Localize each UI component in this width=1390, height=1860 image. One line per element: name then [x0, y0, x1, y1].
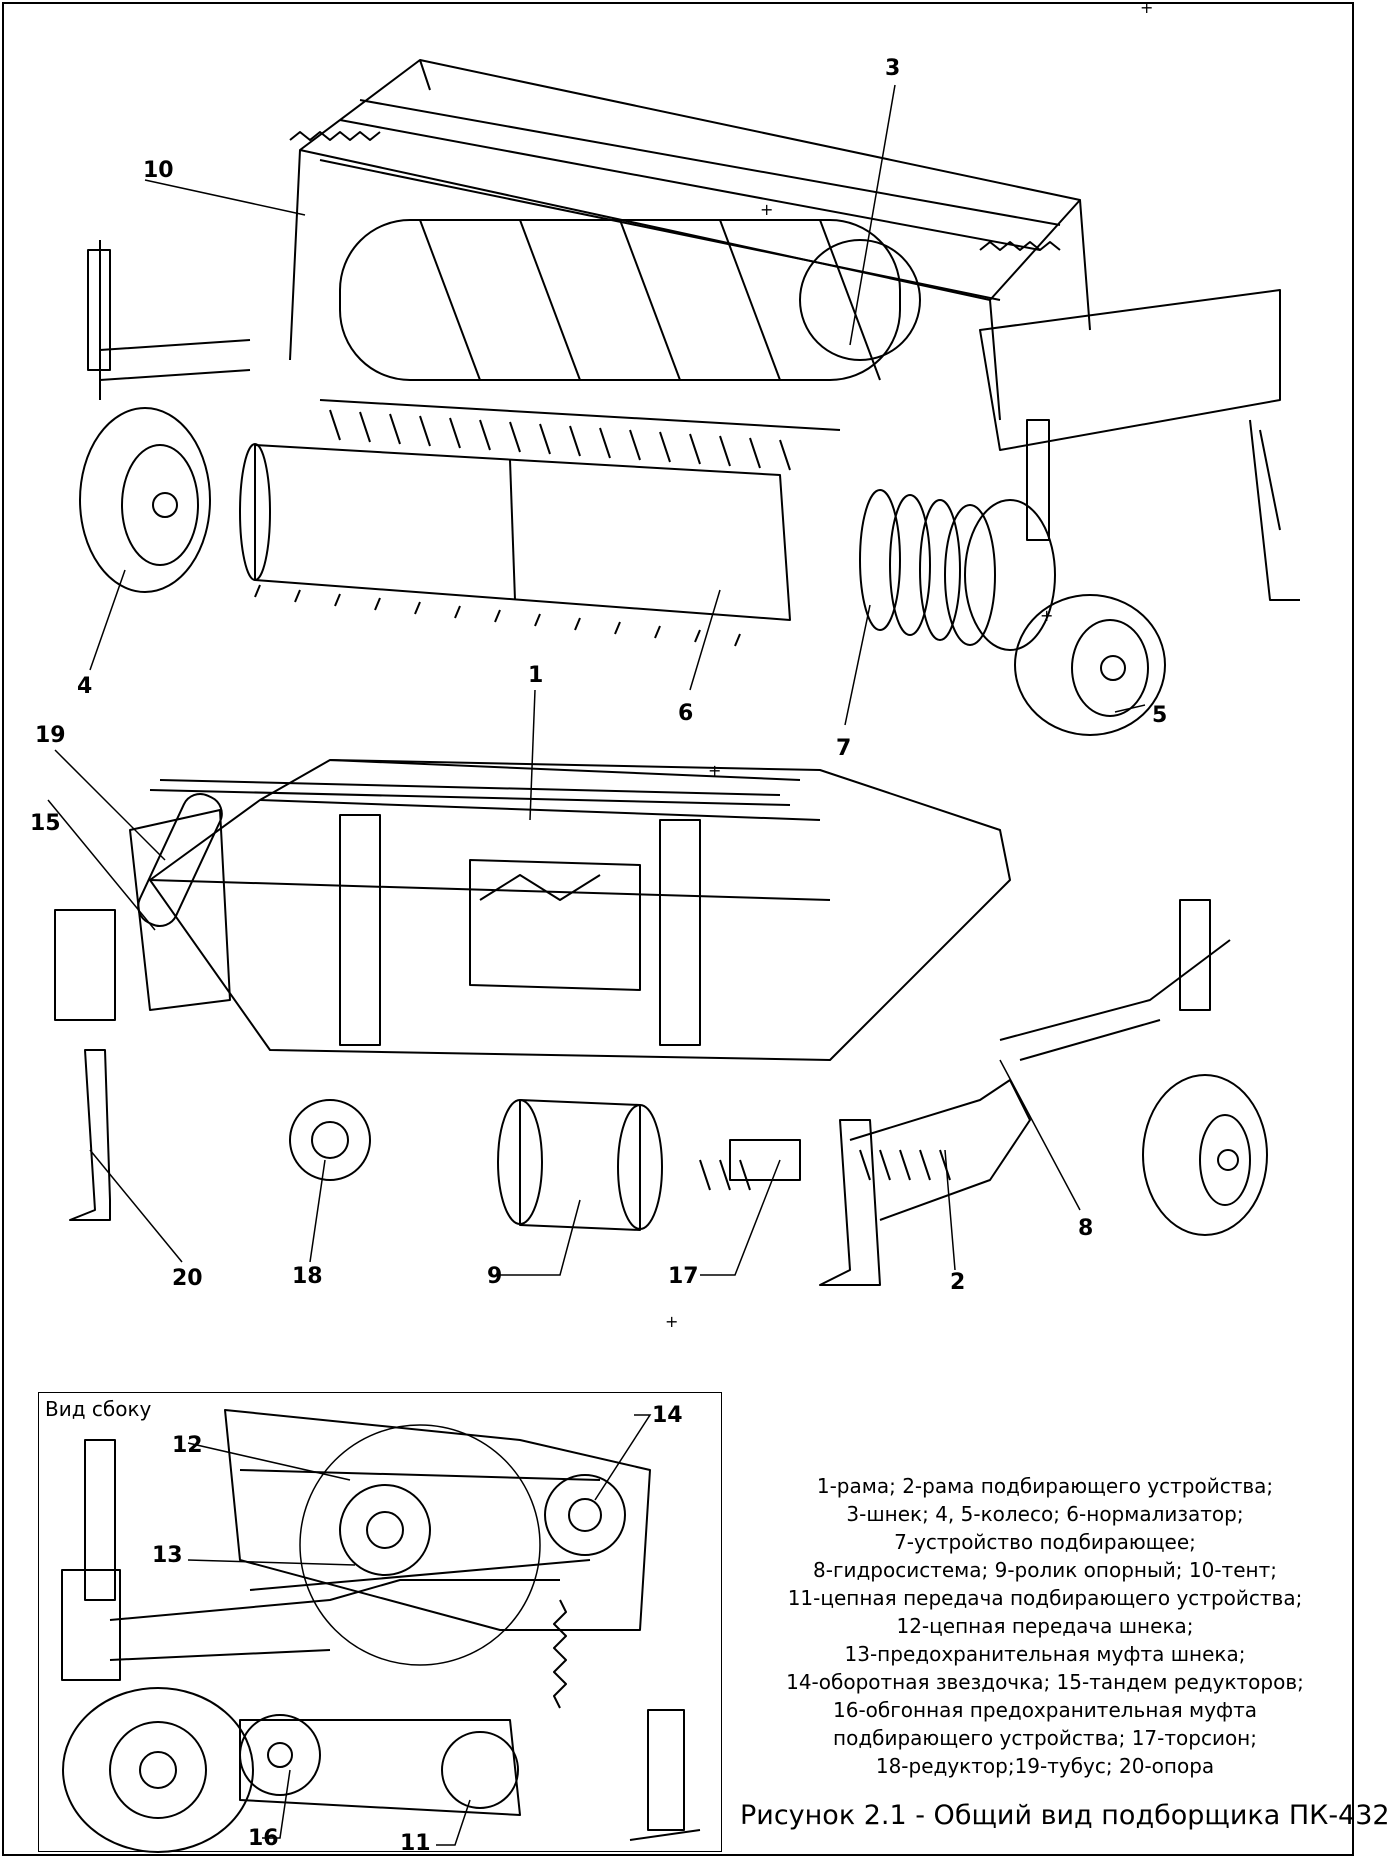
torsion [729, 1139, 801, 1181]
legend-line: 11-цепная передача подбирающего устройст… [787, 1586, 1303, 1610]
registration-mark: + [1140, 0, 1154, 17]
callout-20: 20 [172, 1266, 203, 1291]
callout-8: 8 [1078, 1216, 1094, 1241]
callout-15: 15 [30, 811, 61, 836]
callout-18: 18 [292, 1264, 323, 1289]
auger [339, 219, 901, 381]
callout-3: 3 [885, 56, 901, 81]
legend-line: 18-редуктор;19-тубус; 20-опора [875, 1754, 1215, 1778]
gear-housing [979, 289, 1281, 451]
reverse-sprocket [544, 1474, 626, 1556]
figure-caption: Рисунок 2.1 - Общий вид подборщика ПК-43… [740, 1800, 1390, 1831]
callout-17: 17 [668, 1264, 699, 1289]
legend-line: 12-цепная передача шнека; [896, 1614, 1194, 1638]
callout-14: 14 [652, 1403, 683, 1428]
left-jack [87, 249, 111, 371]
callout-9: 9 [487, 1264, 503, 1289]
left-spring [289, 131, 381, 141]
legend-line: 8-гидросистема; 9-ролик опорный; 10-тент… [813, 1558, 1277, 1582]
right-support [819, 1119, 881, 1286]
pickup-reel [859, 489, 1056, 651]
callout-19: 19 [35, 723, 66, 748]
registration-mark: + [1040, 606, 1054, 625]
side-view-panel: Вид сбоку [38, 1392, 722, 1852]
support-roller [519, 1099, 641, 1231]
callout-5: 5 [1152, 703, 1168, 728]
hydraulics [999, 939, 1231, 1061]
right-wheel [1014, 594, 1166, 736]
registration-mark: + [760, 200, 774, 219]
callout-2: 2 [950, 1270, 966, 1295]
tube [137, 793, 223, 927]
callout-13: 13 [152, 1543, 183, 1568]
legend: 1-рама; 2-рама подбирающего устройства; … [740, 1472, 1350, 1780]
mid-right-wheel [1142, 1074, 1268, 1236]
callout-7: 7 [836, 736, 852, 761]
legend-line: подбирающего устройства; 17-торсион; [833, 1726, 1257, 1750]
tandem-gearbox [129, 809, 231, 1011]
pickup-tines [319, 399, 841, 471]
legend-line: 3-шнек; 4, 5-колесо; 6-нормализатор; [846, 1502, 1244, 1526]
page-frame [2, 2, 1354, 1856]
right-spring [979, 241, 1061, 251]
callout-12: 12 [172, 1433, 203, 1458]
main-frame [149, 759, 1011, 1061]
callout-6: 6 [678, 701, 694, 726]
legend-line: 14-оборотная звездочка; 15-тандем редукт… [786, 1670, 1304, 1694]
legend-line: 13-предохранительная муфта шнека; [844, 1642, 1246, 1666]
callout-11: 11 [400, 1831, 431, 1856]
normalizer [254, 444, 791, 621]
legend-line: 16-обгонная предохранительная муфта [833, 1698, 1257, 1722]
auger-clutch [339, 1484, 431, 1576]
registration-mark: + [708, 761, 722, 780]
legend-line: 7-устройство подбирающее; [894, 1530, 1196, 1554]
side-wheel [62, 1687, 254, 1853]
callout-4: 4 [77, 674, 93, 699]
left-support [69, 1049, 111, 1221]
callout-1: 1 [528, 663, 544, 688]
registration-mark: + [665, 1312, 679, 1331]
top-view-drawing [47, 59, 1300, 1853]
callout-10: 10 [143, 158, 174, 183]
reducer [289, 1099, 371, 1181]
callout-16: 16 [248, 1826, 279, 1851]
left-wheel [79, 407, 211, 593]
side-frame [224, 1409, 651, 1631]
legend-line: 1-рама; 2-рама подбирающего устройства; [816, 1474, 1274, 1498]
side-view-title: Вид сбоку [45, 1397, 152, 1421]
